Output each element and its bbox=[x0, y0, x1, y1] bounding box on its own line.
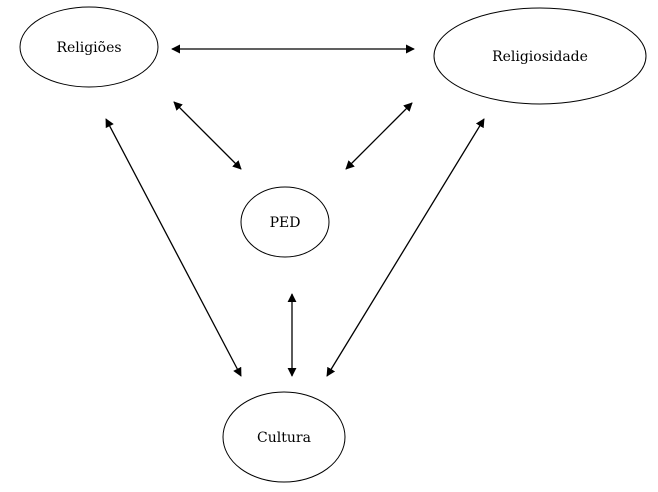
node-religioes-label: Religiões bbox=[56, 40, 121, 56]
node-cultura: Cultura bbox=[223, 392, 345, 482]
edge-religioes-cultura bbox=[106, 119, 241, 376]
node-ped: PED bbox=[241, 187, 329, 257]
edge-religioes-ped bbox=[174, 102, 241, 169]
node-religiosidade-label: Religiosidade bbox=[492, 49, 588, 65]
edge-religiosidade-ped bbox=[346, 103, 412, 169]
node-religiosidade: Religiosidade bbox=[434, 8, 646, 104]
node-cultura-label: Cultura bbox=[257, 430, 311, 446]
edge-religiosidade-cultura bbox=[327, 119, 484, 376]
node-ped-label: PED bbox=[270, 215, 301, 231]
node-religioes: Religiões bbox=[20, 7, 158, 87]
